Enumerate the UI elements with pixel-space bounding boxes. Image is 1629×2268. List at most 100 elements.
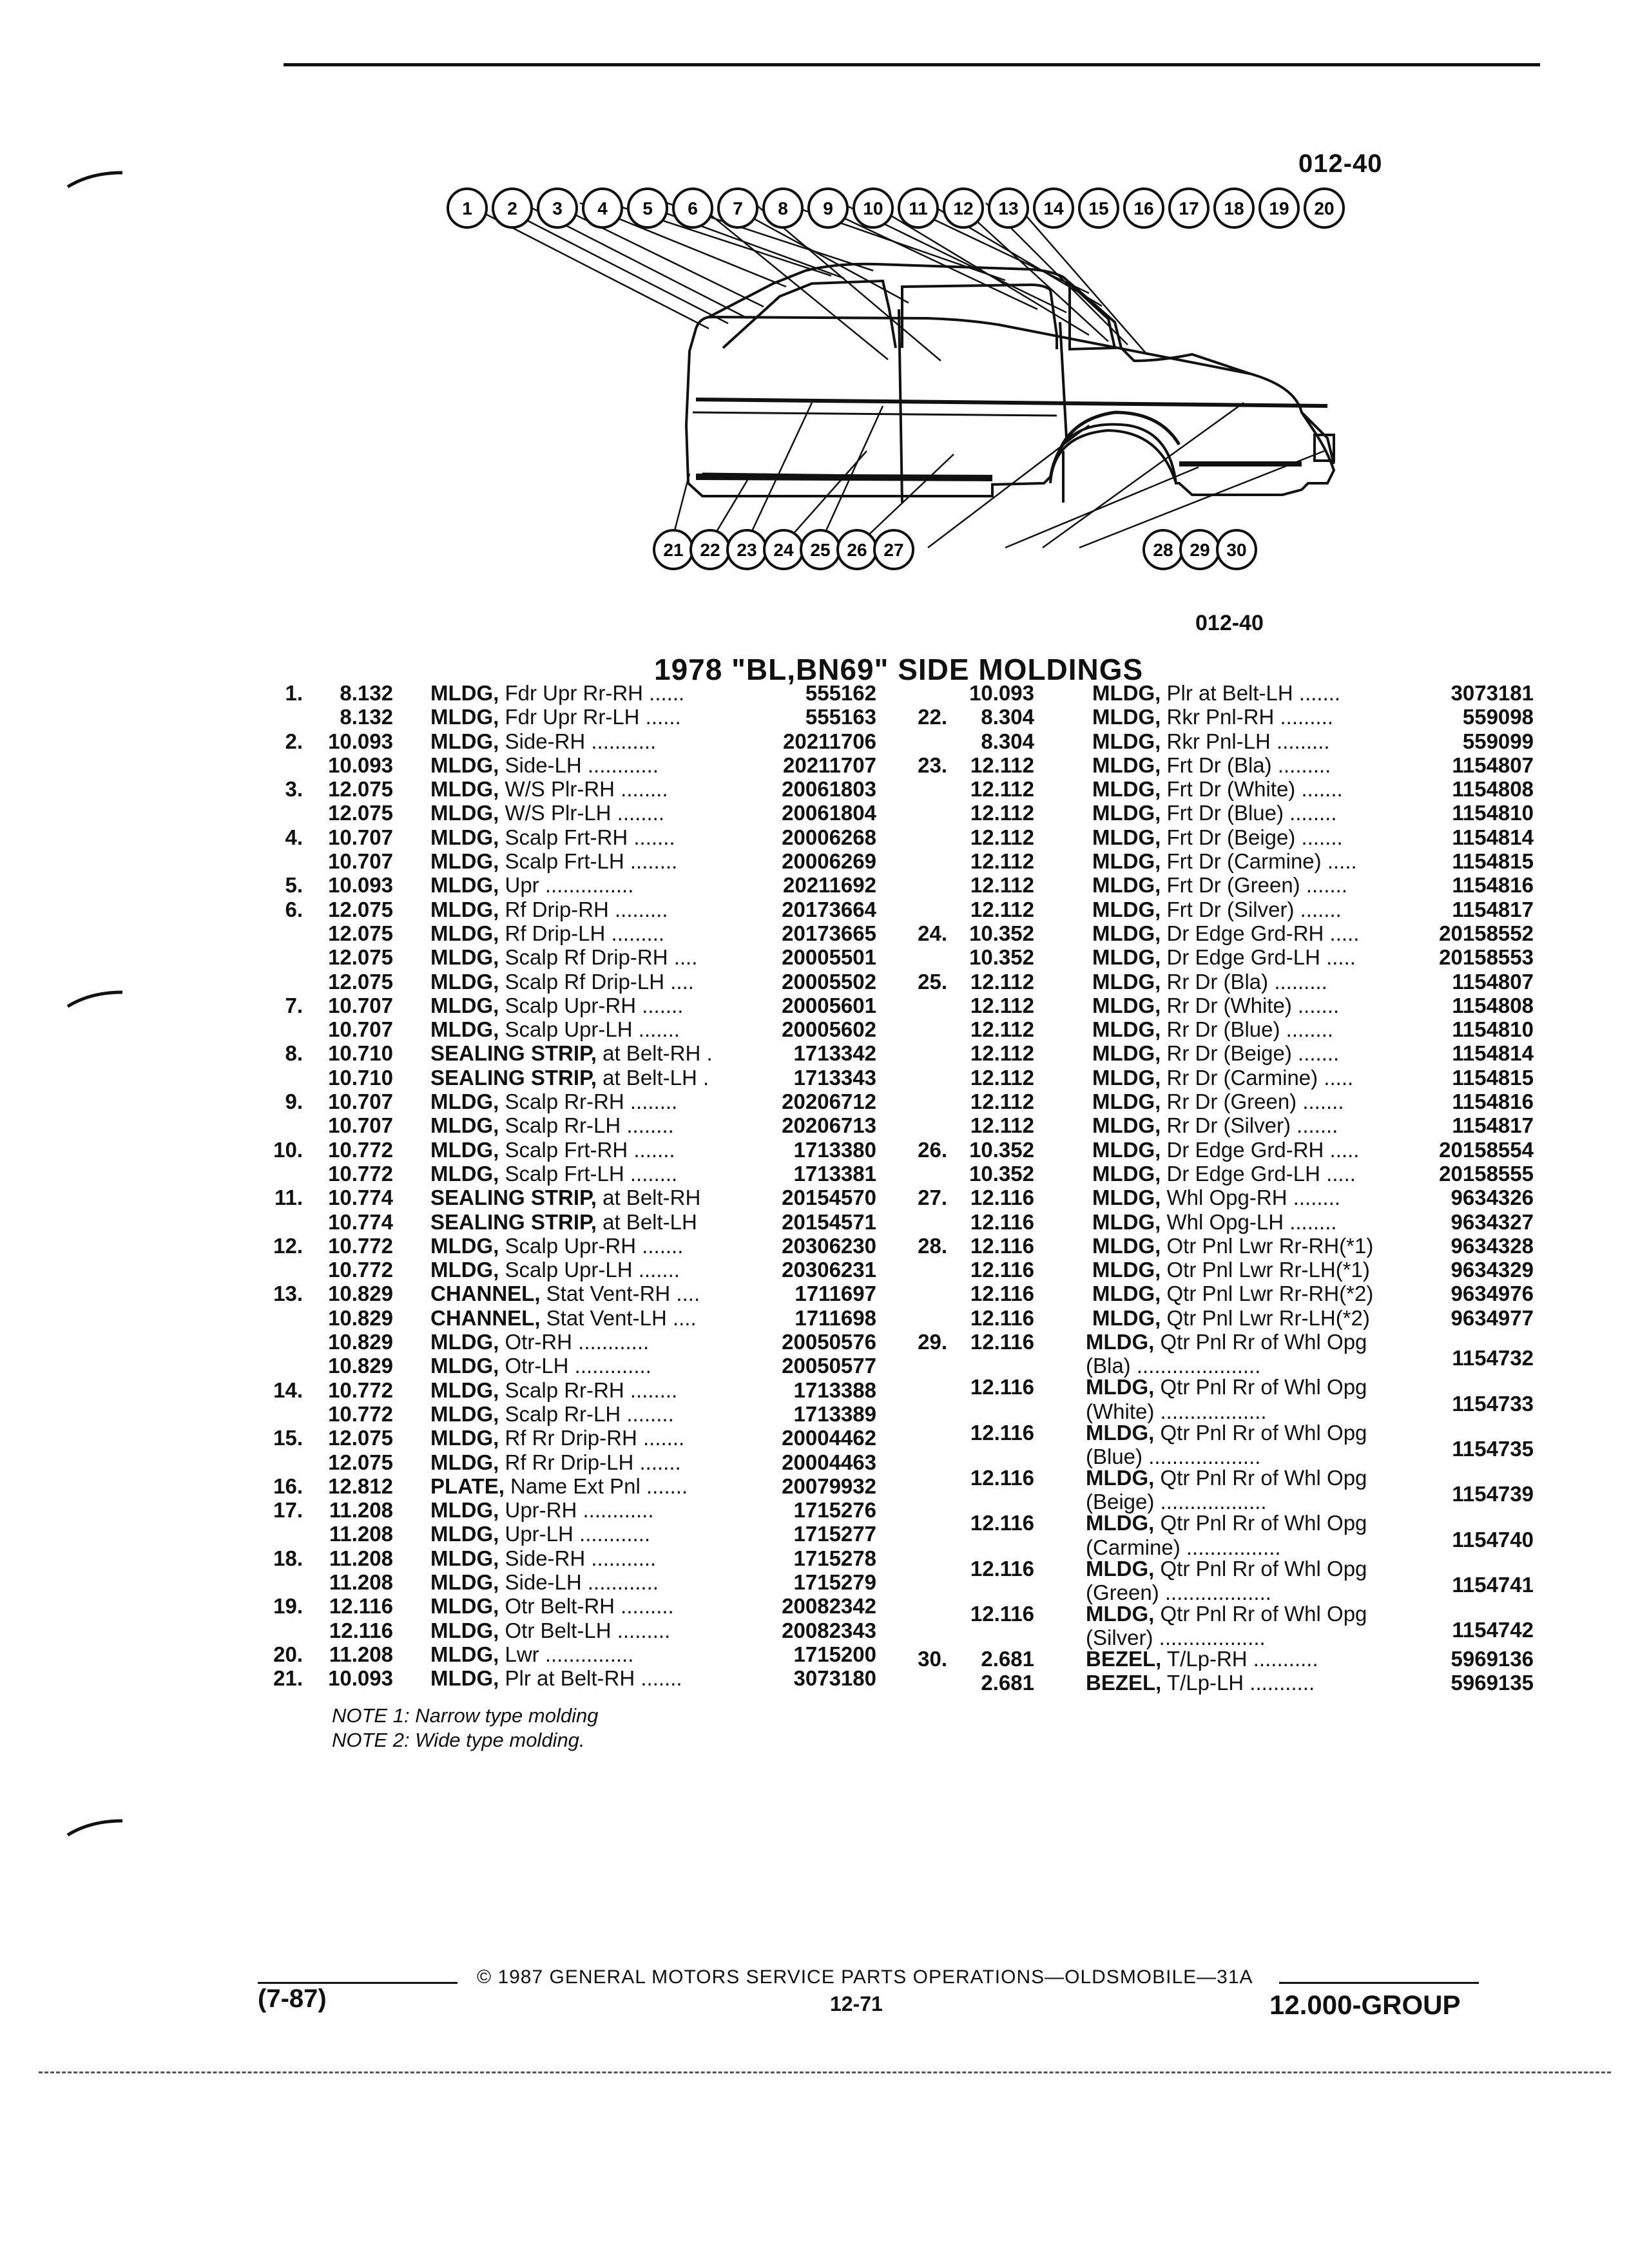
footer-revision-date: (7-87) — [258, 1984, 327, 2013]
dot-leader: ............... — [539, 1642, 634, 1666]
part-number: 1154817 — [1452, 1113, 1534, 1138]
part-description: MLDG, Frt Dr (Blue) ........ — [1092, 801, 1337, 825]
note-2: NOTE 2: Wide type molding. — [332, 1729, 585, 1751]
part-number: 20306231 — [782, 1258, 876, 1282]
group-number: 10.093 — [328, 753, 393, 777]
group-number: 12.112 — [970, 1041, 1034, 1066]
callout-4: 4 — [582, 187, 623, 229]
part-type: BEZEL, — [1086, 1671, 1162, 1695]
item-number: 5. — [285, 873, 303, 898]
dot-leader: ............... — [539, 873, 634, 898]
callout-23: 23 — [726, 529, 767, 570]
part-number: 20061804 — [782, 801, 876, 825]
part-type: MLDG, — [430, 1498, 499, 1523]
group-number: 2.681 — [981, 1671, 1034, 1695]
dot-leader: ....... — [640, 1474, 688, 1498]
part-number: 20082342 — [782, 1594, 876, 1619]
part-number: 1154807 — [1452, 753, 1534, 777]
dot-leader: ....... — [628, 1137, 675, 1162]
part-detail: Frt Dr (Silver) — [1161, 897, 1295, 921]
part-detail: Name Ext Pnl — [504, 1474, 641, 1498]
part-description: MLDG, Upr-LH ............ — [430, 1522, 650, 1546]
group-number: 10.093 — [328, 873, 393, 898]
dot-leader: ....... — [636, 1233, 684, 1258]
svg-text:22: 22 — [700, 540, 720, 560]
variant-color: (Bla) — [1086, 1354, 1131, 1378]
part-description: SEALING STRIP, at Belt-RH — [430, 1186, 700, 1209]
svg-text:18: 18 — [1224, 198, 1244, 218]
part-description: MLDG, Qtr Pnl Rr of Whl Opg — [1086, 1375, 1367, 1399]
part-detail: Plr at Belt-RH — [499, 1666, 635, 1691]
part-type: MLDG, — [1092, 969, 1161, 994]
svg-text:5: 5 — [642, 198, 653, 218]
dot-leader: ............ — [573, 1522, 651, 1546]
callout-28: 28 — [1142, 529, 1184, 570]
part-description: MLDG, Qtr Pnl Rr of Whl Opg — [1086, 1466, 1367, 1490]
dot-leader: ................... — [1142, 1444, 1261, 1468]
part-detail: Fdr Upr Rr-RH — [499, 681, 643, 705]
dot-leader: ....... — [632, 1258, 680, 1282]
callout-27: 27 — [873, 529, 914, 570]
svg-text:24: 24 — [773, 540, 794, 560]
callout-22: 22 — [689, 529, 731, 570]
svg-text:15: 15 — [1088, 198, 1108, 218]
group-number: 12.075 — [328, 897, 393, 921]
group-number: 12.116 — [970, 1305, 1034, 1330]
dot-leader: ....... — [636, 993, 684, 1017]
group-number: 12.116 — [970, 1233, 1034, 1258]
part-type: SEALING STRIP, — [430, 1186, 597, 1210]
dot-leader: ........ — [624, 1378, 678, 1402]
part-detail: Rr Dr (Blue) — [1161, 1017, 1280, 1042]
part-type: MLDG, — [1092, 1161, 1161, 1186]
part-detail: Scalp Upr-RH — [499, 993, 637, 1017]
callout-3: 3 — [537, 187, 578, 229]
group-number: 10.772 — [328, 1233, 393, 1258]
part-number: 5969136 — [1451, 1647, 1534, 1671]
dot-leader: ....... — [1300, 873, 1348, 898]
callout-17: 17 — [1168, 187, 1210, 229]
part-number: 20005601 — [782, 993, 876, 1017]
dot-leader: ........ — [1287, 1186, 1341, 1210]
part-type: MLDG, — [430, 1450, 499, 1474]
part-detail: Dr Edge Grd-RH — [1161, 1137, 1324, 1162]
part-detail: W/S Plr-LH — [499, 801, 612, 825]
part-type: MLDG, — [1092, 825, 1161, 849]
part-type: MLDG, — [430, 1090, 499, 1114]
group-number: 12.112 — [970, 969, 1034, 994]
item-number: 14. — [273, 1378, 303, 1402]
svg-text:11: 11 — [909, 198, 928, 218]
dot-leader: ........... — [1247, 1647, 1318, 1671]
part-number: 20158555 — [1439, 1161, 1534, 1186]
dot-leader: ....... — [1291, 1041, 1340, 1066]
group-number: 10.352 — [969, 1137, 1034, 1162]
group-number: 11.208 — [329, 1522, 393, 1546]
group-number: 12.116 — [970, 1511, 1034, 1535]
part-detail: Frt Dr (Carmine) — [1161, 849, 1322, 874]
part-detail: Scalp Rr-RH — [499, 1378, 624, 1402]
svg-text:6: 6 — [688, 198, 698, 218]
part-detail: Side-RH — [499, 729, 586, 753]
part-number: 1715276 — [793, 1498, 876, 1523]
group-number: 12.075 — [328, 945, 393, 970]
part-type: MLDG, — [1092, 993, 1161, 1017]
group-number: 10.772 — [328, 1378, 393, 1402]
figure-caption: 012-40 — [1195, 611, 1264, 635]
part-type: MLDG, — [1092, 729, 1161, 753]
group-number: 12.075 — [328, 777, 393, 802]
group-number: 10.093 — [328, 729, 393, 753]
page-code: 012-40 — [1298, 149, 1383, 178]
part-type: PLATE, — [430, 1474, 505, 1498]
item-number: 26. — [918, 1137, 947, 1162]
